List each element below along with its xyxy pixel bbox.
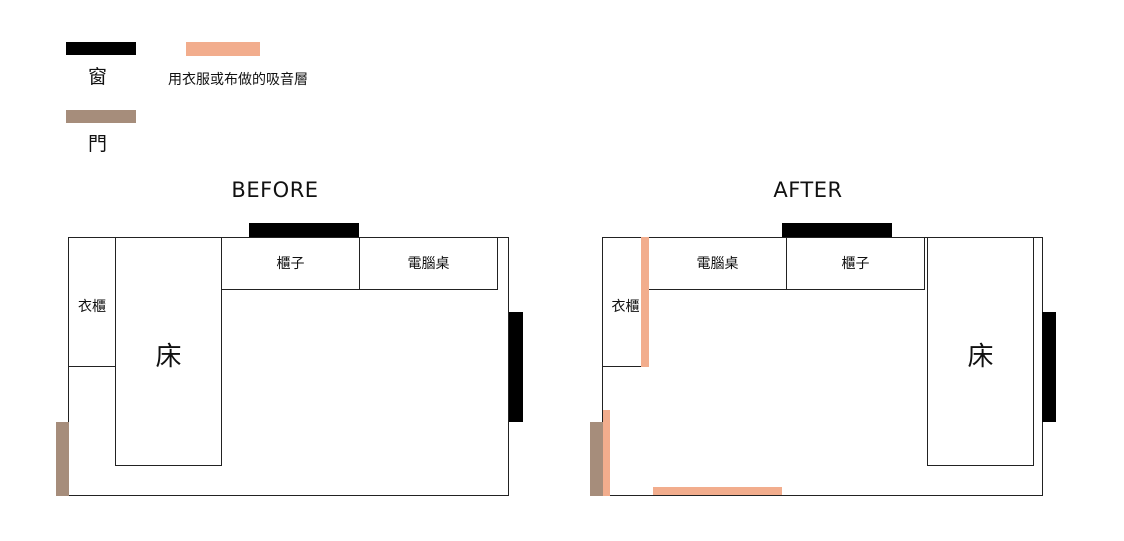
after-bed-label: 床 <box>967 342 994 372</box>
before-bed-label: 床 <box>155 342 182 372</box>
after-wardrobe-label: 衣櫃 <box>611 299 640 315</box>
after-door <box>590 422 603 496</box>
after-right-window <box>1042 312 1056 422</box>
after-title: AFTER <box>773 178 843 202</box>
after-bed <box>927 237 1034 466</box>
before-title: BEFORE <box>231 178 319 202</box>
legend-absorber-label: 用衣服或布做的吸音層 <box>168 72 308 88</box>
before-door <box>56 422 69 496</box>
before-desk-label: 電腦桌 <box>407 256 450 272</box>
before-right-window <box>509 312 523 422</box>
before-wardrobe-label: 衣櫃 <box>78 299 106 315</box>
legend-door-label: 門 <box>88 133 108 155</box>
legend-absorber-swatch <box>186 42 260 56</box>
after-absorber-wardrobe-side <box>641 237 649 367</box>
before-top-window <box>249 223 359 237</box>
legend-window-swatch <box>66 42 136 55</box>
after-desk-label: 電腦桌 <box>696 256 739 272</box>
before-cabinet-label: 櫃子 <box>276 256 305 272</box>
after-cabinet <box>786 237 925 290</box>
after-absorber-bottom-wall <box>653 487 782 495</box>
after-cabinet-label: 櫃子 <box>841 256 870 272</box>
legend-door-swatch <box>66 110 136 123</box>
before-desk <box>359 237 498 290</box>
legend-window-label: 窗 <box>88 66 108 88</box>
before-bed <box>115 237 222 466</box>
after-top-window <box>782 223 892 237</box>
after-absorber-door-side <box>603 410 610 496</box>
